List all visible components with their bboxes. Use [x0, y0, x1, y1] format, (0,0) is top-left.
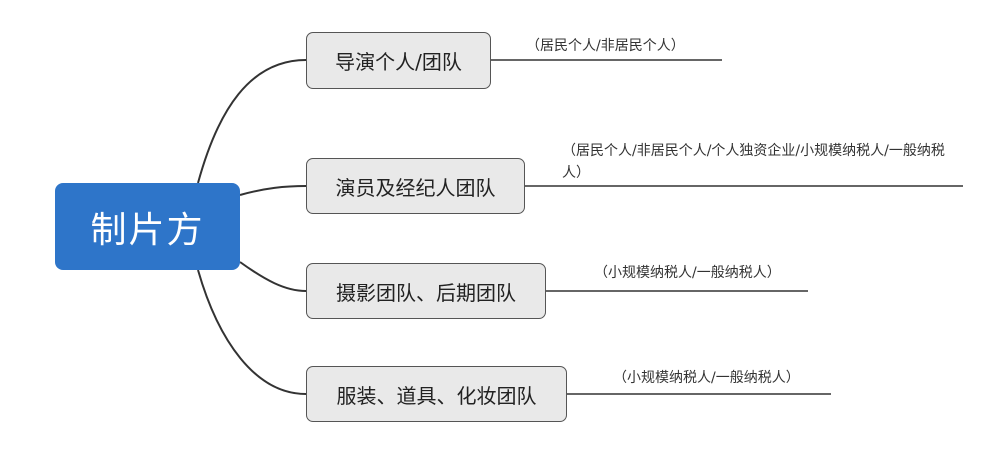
branch-node-costume: 服装、道具、化妆团队	[306, 366, 567, 422]
connector-branch-4	[197, 269, 307, 395]
branch-label: 摄影团队、后期团队	[336, 280, 516, 305]
branch-note-director: （居民个人/非居民个人）	[526, 38, 685, 54]
branch-label: 导演个人/团队	[335, 50, 462, 74]
branch-note-photography: （小规模纳税人/一般纳税人）	[594, 265, 781, 281]
branch-label: 演员及经纪人团队	[335, 175, 496, 200]
connector-branch-3	[239, 261, 307, 292]
branch-note-costume: （小规模纳税人/一般纳税人）	[613, 370, 800, 386]
branch-node-photography: 摄影团队、后期团队	[306, 263, 546, 319]
branch-node-actors: 演员及经纪人团队	[306, 158, 525, 214]
connector-branch-2	[239, 185, 307, 196]
branch-label: 服装、道具、化妆团队	[336, 383, 537, 408]
connector-branch-1	[197, 59, 307, 184]
branch-note-actors: （居民个人/非居民个人/个人独资企业/小规模纳税人/一般纳税人）	[562, 143, 945, 181]
branch-node-director: 导演个人/团队	[306, 32, 491, 89]
root-label: 制片方	[90, 209, 205, 251]
root-node: 制片方	[55, 183, 240, 270]
